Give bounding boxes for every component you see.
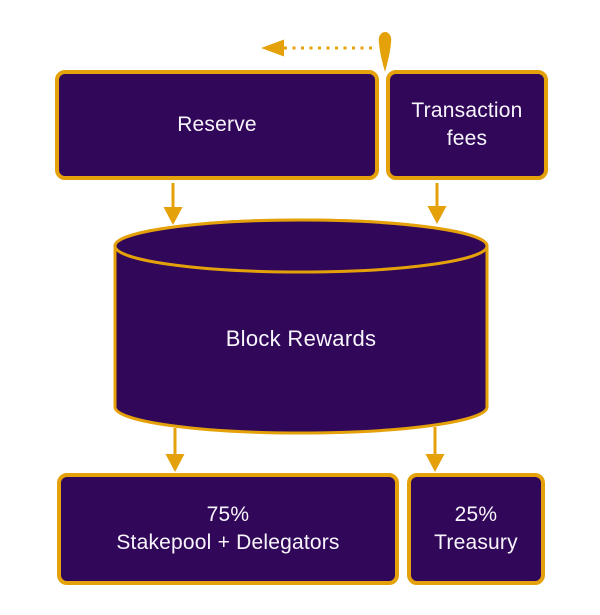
treasury-percent: 25% (454, 502, 498, 526)
arrow-fees-to-rewards (427, 183, 447, 224)
arrow-rewards-to-stakepool (165, 428, 185, 472)
stakepool-label: Stakepool + Delegators (116, 531, 340, 554)
stakepool-percent: 75% (206, 502, 250, 526)
block-rewards-cylinder (113, 218, 489, 435)
arrow-reserve-to-rewards (163, 183, 183, 225)
node-reserve-label: Reserve (177, 112, 257, 136)
node-block-rewards: Block Rewards (115, 246, 487, 431)
node-reserve: Reserve (55, 70, 379, 180)
node-treasury: 25% Treasury (407, 473, 545, 585)
node-stakepool-delegators: 75% Stakepool + Delegators (57, 473, 399, 585)
arrow-rewards-to-treasury (425, 427, 445, 472)
node-transaction-fees-label: Transaction fees (411, 98, 523, 150)
down-teardrop-pointer-icon (378, 32, 392, 72)
node-transaction-fees: Transaction fees (386, 70, 548, 180)
dotted-left-arrow-icon (261, 39, 377, 57)
node-block-rewards-label: Block Rewards (225, 325, 377, 351)
treasury-label: Treasury (434, 531, 518, 554)
